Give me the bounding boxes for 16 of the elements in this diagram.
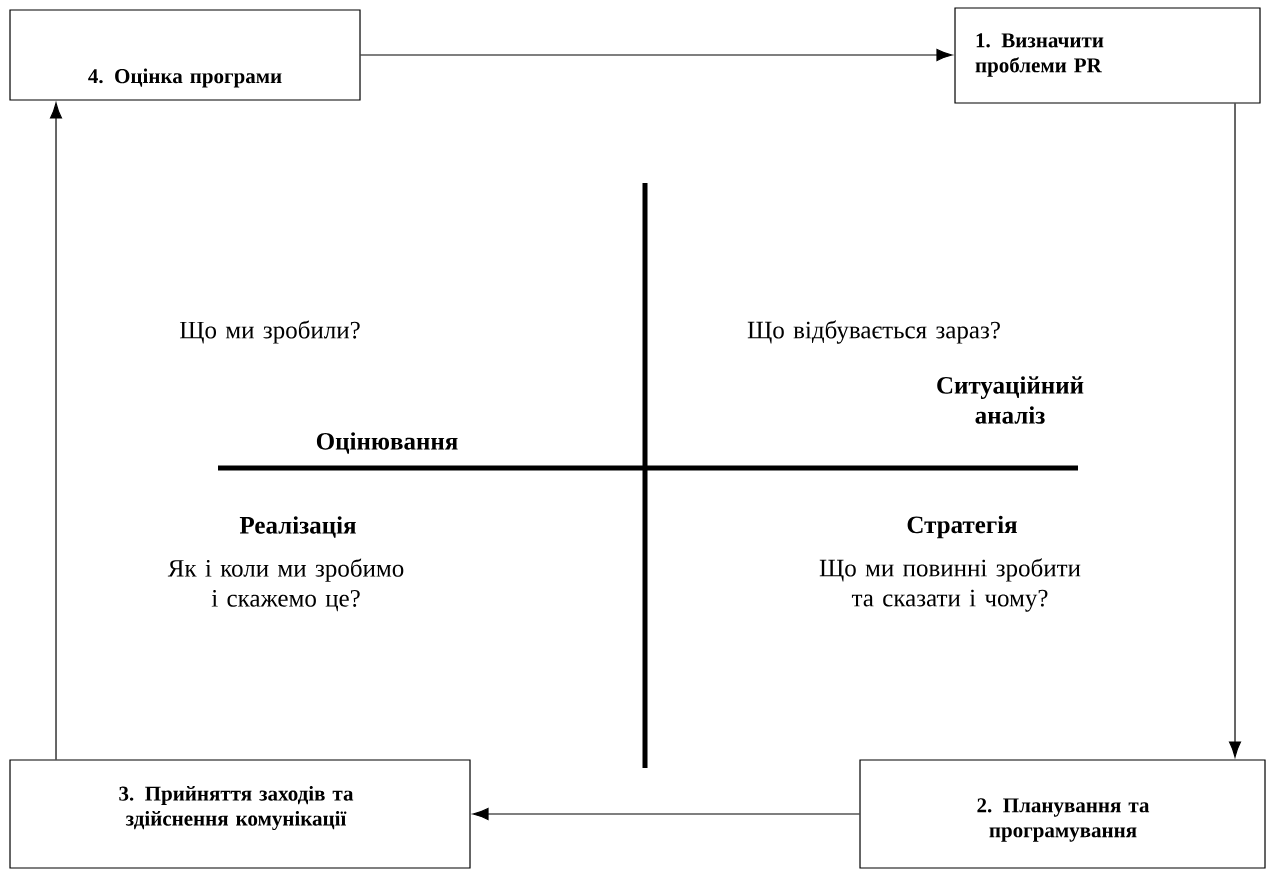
arrow [49, 102, 63, 760]
arrow [472, 807, 860, 821]
arrow [1228, 103, 1242, 758]
process-box: 3. Прийняття заходів та здійснення комунікації [9, 759, 471, 869]
quadrant-label: Оцінювання [316, 432, 458, 454]
quadrant-label: Що ми зробили? [180, 320, 360, 344]
quadrant-label: Як і коли ми зробимо і скажемо це? [167, 558, 404, 612]
quadrant-label: Ситуаційний аналіз [937, 376, 1084, 424]
process-box: 1. Визначити проблеми PR [954, 7, 1261, 104]
arrow [360, 48, 953, 62]
process-box: 4. Оцінка програми [9, 9, 361, 101]
quadrant-label: Реалізація [239, 516, 356, 538]
quadrant-label: Що ми повинні зробити та сказати і чому? [819, 558, 1081, 612]
quadrant-label: Стратегія [907, 515, 1017, 539]
process-box: 2. Планування та програмування [859, 759, 1266, 869]
quadrant-label: Що відбувається зараз? [747, 320, 1000, 344]
